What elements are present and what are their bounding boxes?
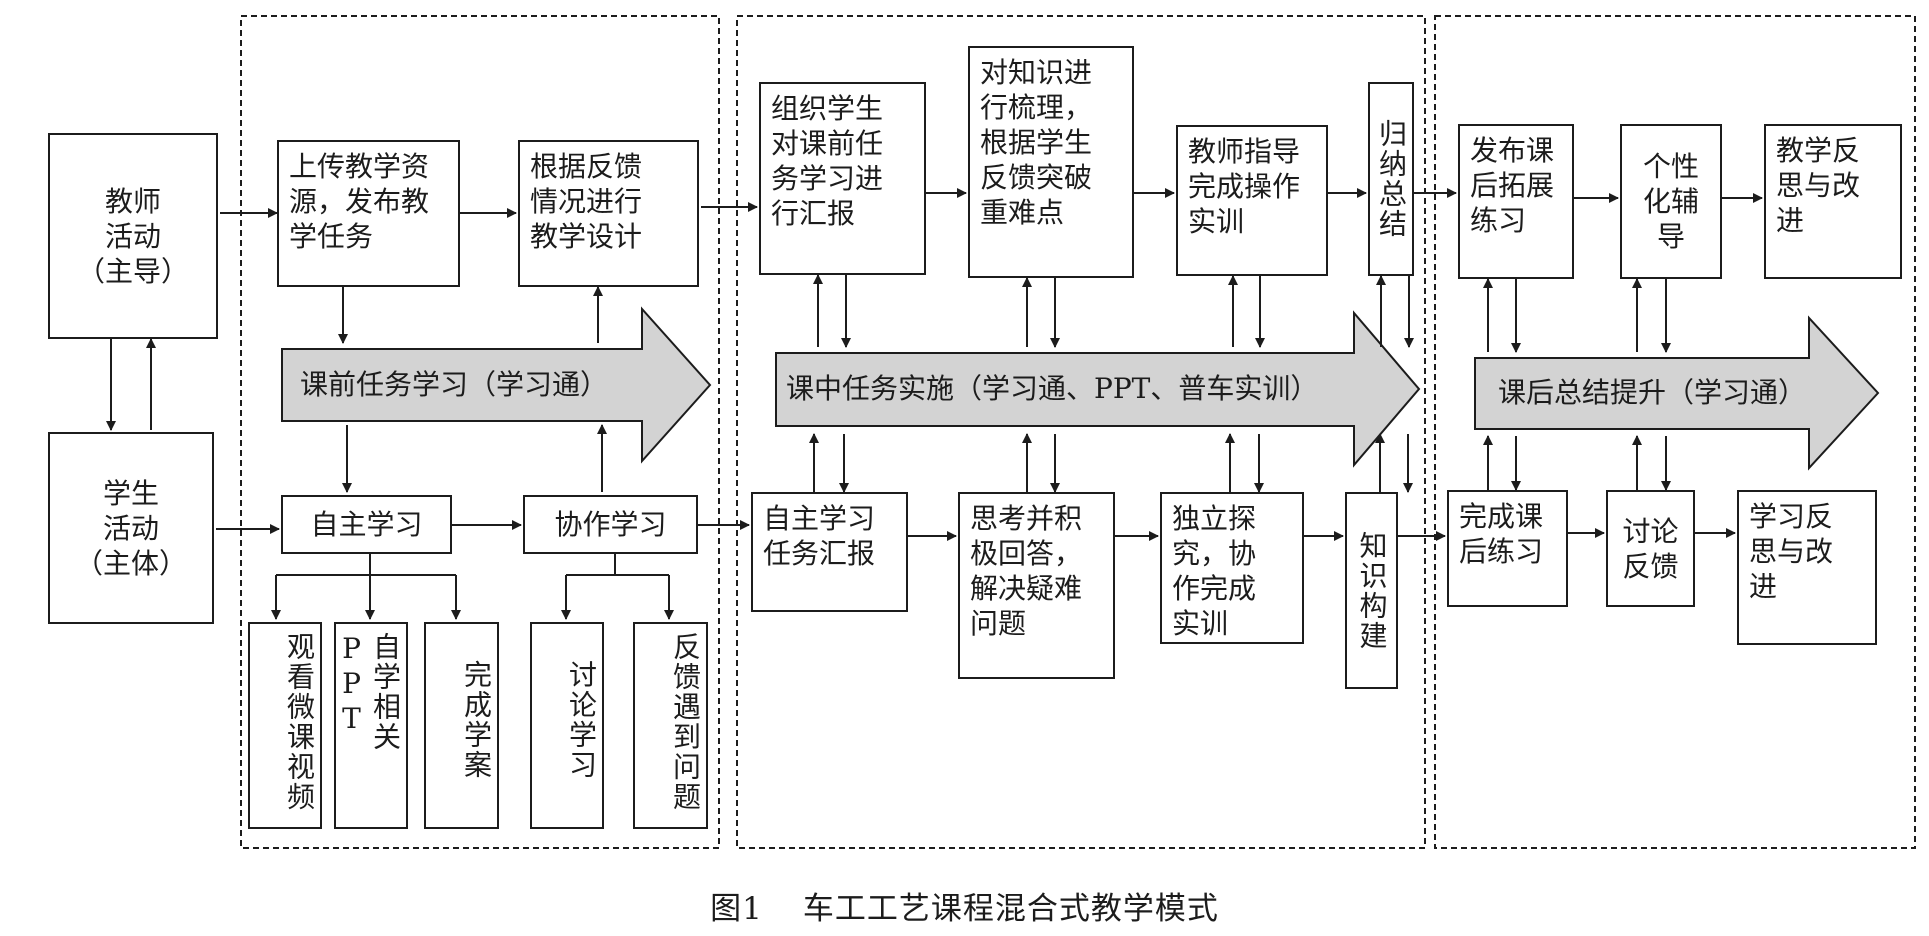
in-class-banner-label: 课中任务实施（学习通、PPT、普车实训） <box>786 372 1319 405</box>
adjust-design-box: 根据反馈 情况进行 教学设计 <box>518 140 699 287</box>
think-answer-box: 思考并积 极回答， 解决疑难 问题 <box>958 492 1115 679</box>
explore-training-box: 独立探 究，协 作完成 实训 <box>1160 492 1304 644</box>
teaching-reflection-box: 教学反 思与改 进 <box>1764 124 1902 279</box>
complete-case-box: 完成学案 <box>424 622 499 829</box>
teacher-guide-box: 教师指导 完成操作 实训 <box>1176 125 1328 276</box>
post-class-banner-arrow <box>1474 315 1880 471</box>
discuss-study-box: 讨论学习 <box>530 622 604 829</box>
student-activity-box: 学生 活动 （主体） <box>48 432 214 624</box>
post-class-frame <box>1434 15 1916 849</box>
personal-tutoring-box: 个性 化辅 导 <box>1620 124 1722 279</box>
figure-number: 图1 <box>710 891 763 927</box>
knowledge-sorting-box: 对知识进 行梳理， 根据学生 反馈突破 重难点 <box>968 46 1134 278</box>
in-class-banner-arrow <box>775 310 1421 468</box>
summary-box: 归纳总结 <box>1368 82 1414 276</box>
in-class-frame <box>736 15 1426 849</box>
discuss-feedback-box: 讨论 反馈 <box>1606 490 1695 607</box>
post-class-banner-label: 课后总结提升（学习通） <box>1498 376 1807 409</box>
pre-class-banner-label: 课前任务学习（学习通） <box>300 368 609 401</box>
feedback-issues-box: 反馈遇到问题 <box>633 622 708 829</box>
knowledge-build-box: 知识构建 <box>1345 492 1398 689</box>
self-study-box: 自主学习 <box>281 495 452 554</box>
complete-exercise-box: 完成课 后练习 <box>1447 490 1568 607</box>
organize-report-box: 组织学生 对课前任 务学习进 行汇报 <box>759 82 926 275</box>
pre-class-frame <box>240 15 720 849</box>
upload-resources-box: 上传教学资 源，发布教 学任务 <box>277 140 460 287</box>
figure-title: 车工工艺课程混合式教学模式 <box>802 891 1219 927</box>
watch-video-box: 观看微课视频 <box>248 622 322 829</box>
task-report-box: 自主学习 任务汇报 <box>751 492 908 612</box>
teacher-activity-box: 教师 活动 （主导） <box>48 133 218 339</box>
self-study-ppt-box: 自学相关PPT <box>334 622 408 829</box>
publish-exercise-box: 发布课 后拓展 练习 <box>1458 124 1574 279</box>
figure-caption: 图1 车工工艺课程混合式教学模式 <box>0 883 1929 928</box>
pre-class-banner-arrow <box>281 306 712 464</box>
cooperative-study-box: 协作学习 <box>523 495 698 554</box>
learning-reflection-box: 学习反 思与改 进 <box>1737 490 1877 645</box>
